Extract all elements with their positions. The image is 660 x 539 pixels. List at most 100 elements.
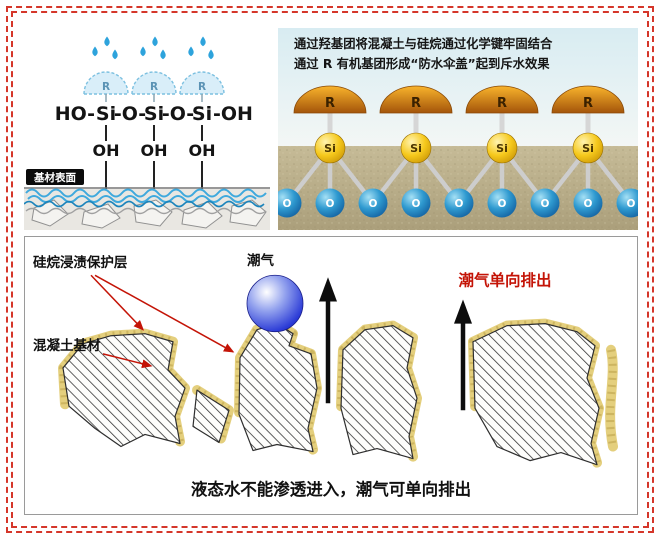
r-group-umbrella-icon xyxy=(551,85,625,114)
concrete-block xyxy=(62,333,186,448)
si-atom xyxy=(400,132,432,164)
rain-droplet-icon xyxy=(160,49,166,60)
rain-droplet-icon xyxy=(208,49,214,60)
oh-label: OH xyxy=(93,141,120,160)
o-atom xyxy=(616,188,638,218)
annotation-arrow xyxy=(102,353,153,369)
siloxane-formula: HO- Si -O- Si -O- Si -OH xyxy=(55,103,253,125)
cross-section-panel: 硅烷浸渍保护层 混凝土基材 潮气 潮气单向排出 液态水不能渗透进入，潮气可单向排… xyxy=(24,236,638,515)
o-atom xyxy=(487,188,517,218)
o-atom xyxy=(573,188,603,218)
rain-droplet-icon xyxy=(200,36,206,47)
poster-content: R R xyxy=(24,28,638,515)
concrete-substrate xyxy=(62,323,600,466)
o-atom-label: O xyxy=(283,198,292,210)
formula-o: -O- xyxy=(114,103,146,125)
o-atom-row: O O O O O O O O O xyxy=(278,188,638,218)
r-group-label: R xyxy=(325,96,335,111)
silanol-chemistry-panel: R R xyxy=(24,28,270,230)
o-atom xyxy=(315,188,345,218)
o-atom xyxy=(444,188,474,218)
formula-o: -O- xyxy=(162,103,194,125)
o-atom xyxy=(530,188,560,218)
r-group-label: R xyxy=(497,96,507,111)
water-droplet-sphere xyxy=(246,274,304,333)
si-atom xyxy=(572,132,604,164)
waterproof-umbrella-icon xyxy=(131,71,177,95)
silane-layer-label: 硅烷浸渍保护层 xyxy=(33,254,128,271)
formula-si: Si xyxy=(96,103,116,125)
si-atom-label: Si xyxy=(410,142,422,155)
rain-droplet-icon xyxy=(92,46,98,57)
oh-label: OH xyxy=(189,141,216,160)
rain-droplet-icon xyxy=(112,49,118,60)
molecular-umbrella-panel: 通过羟基团将混凝土与硅烷通过化学键牢固结合 通过 R 有机基团形成“防水伞盖”起… xyxy=(278,28,638,230)
o-atom xyxy=(278,188,302,218)
annotation-arrow xyxy=(94,274,235,353)
waterproof-umbrella-icon xyxy=(179,71,225,95)
r-si-unit: R Si xyxy=(293,85,367,164)
o-atom xyxy=(401,188,431,218)
r-group-label: R xyxy=(198,81,206,93)
one-way-discharge-label: 潮气单向排出 xyxy=(459,270,552,289)
umbrella-unit: R xyxy=(83,36,129,102)
o-atom xyxy=(358,188,388,218)
oh-groups: OH OH OH xyxy=(93,141,216,160)
si-atom-label: Si xyxy=(582,142,594,155)
substrate-label: 基材表面 xyxy=(33,171,76,184)
waterproof-umbrella-icon xyxy=(83,71,129,95)
o-atom-label: O xyxy=(369,198,378,210)
o-atom-label: O xyxy=(498,198,507,210)
moisture-label: 潮气 xyxy=(247,252,274,269)
o-atom-label: O xyxy=(412,198,421,210)
o-atom-label: O xyxy=(584,198,593,210)
concrete-block xyxy=(192,389,230,444)
rain-droplet-icon xyxy=(104,36,110,47)
r-si-unit: R Si xyxy=(465,85,539,164)
caption-line-2: 通过 R 有机基团形成“防水伞盖”起到斥水效果 xyxy=(294,56,550,71)
formula-si: Si xyxy=(192,103,212,125)
si-atom-label: Si xyxy=(496,142,508,155)
o-atom-label: O xyxy=(455,198,464,210)
concrete-block xyxy=(472,323,600,466)
r-group-label: R xyxy=(102,81,110,93)
concrete-block xyxy=(238,323,318,453)
moisture-arrow-icon xyxy=(319,277,337,404)
annotation-arrow xyxy=(90,274,145,331)
o-atom-label: O xyxy=(326,198,335,210)
rain-droplet-icon xyxy=(140,46,146,57)
o-atom-label: O xyxy=(541,198,550,210)
umbrella-unit: R xyxy=(131,36,177,102)
annotation-arrows xyxy=(90,274,235,369)
r-group-umbrella-icon xyxy=(465,85,539,114)
oh-label: OH xyxy=(141,141,168,160)
top-row: R R xyxy=(24,28,638,230)
bottom-caption: 液态水不能渗透进入，潮气可单向排出 xyxy=(191,479,471,499)
formula-si: Si xyxy=(144,103,164,125)
umbrella-unit: R xyxy=(179,36,225,102)
caption-line-1: 通过羟基团将混凝土与硅烷通过化学键牢固结合 xyxy=(294,36,553,51)
si-atom-label: Si xyxy=(324,142,336,155)
formula-ho: HO- xyxy=(55,103,95,125)
moisture-arrow-icon xyxy=(454,299,472,411)
substrate-surface xyxy=(24,187,270,230)
si-oh-bonds xyxy=(105,125,203,141)
molecular-umbrella-svg: 通过羟基团将混凝土与硅烷通过化学键牢固结合 通过 R 有机基团形成“防水伞盖”起… xyxy=(278,28,638,230)
cross-section-svg: 硅烷浸渍保护层 混凝土基材 潮气 潮气单向排出 液态水不能渗透进入，潮气可单向排… xyxy=(33,252,618,499)
r-group-label: R xyxy=(150,81,158,93)
oh-substrate-bonds xyxy=(105,161,203,191)
r-si-unit: R Si xyxy=(551,85,625,164)
concrete-label: 混凝土基材 xyxy=(33,337,101,354)
r-group-umbrella-icon xyxy=(379,85,453,114)
concrete-block xyxy=(340,325,418,460)
silanol-chemistry-svg: R R xyxy=(24,36,270,230)
o-atom-label: O xyxy=(627,198,636,210)
si-atom xyxy=(486,132,518,164)
r-si-unit: R Si xyxy=(379,85,453,164)
r-group-umbrella-icon xyxy=(293,85,367,114)
substrate-label-badge: 基材表面 xyxy=(26,169,84,185)
rain-droplet-icon xyxy=(152,36,158,47)
formula-oh: -OH xyxy=(213,103,253,125)
si-atom xyxy=(314,132,346,164)
